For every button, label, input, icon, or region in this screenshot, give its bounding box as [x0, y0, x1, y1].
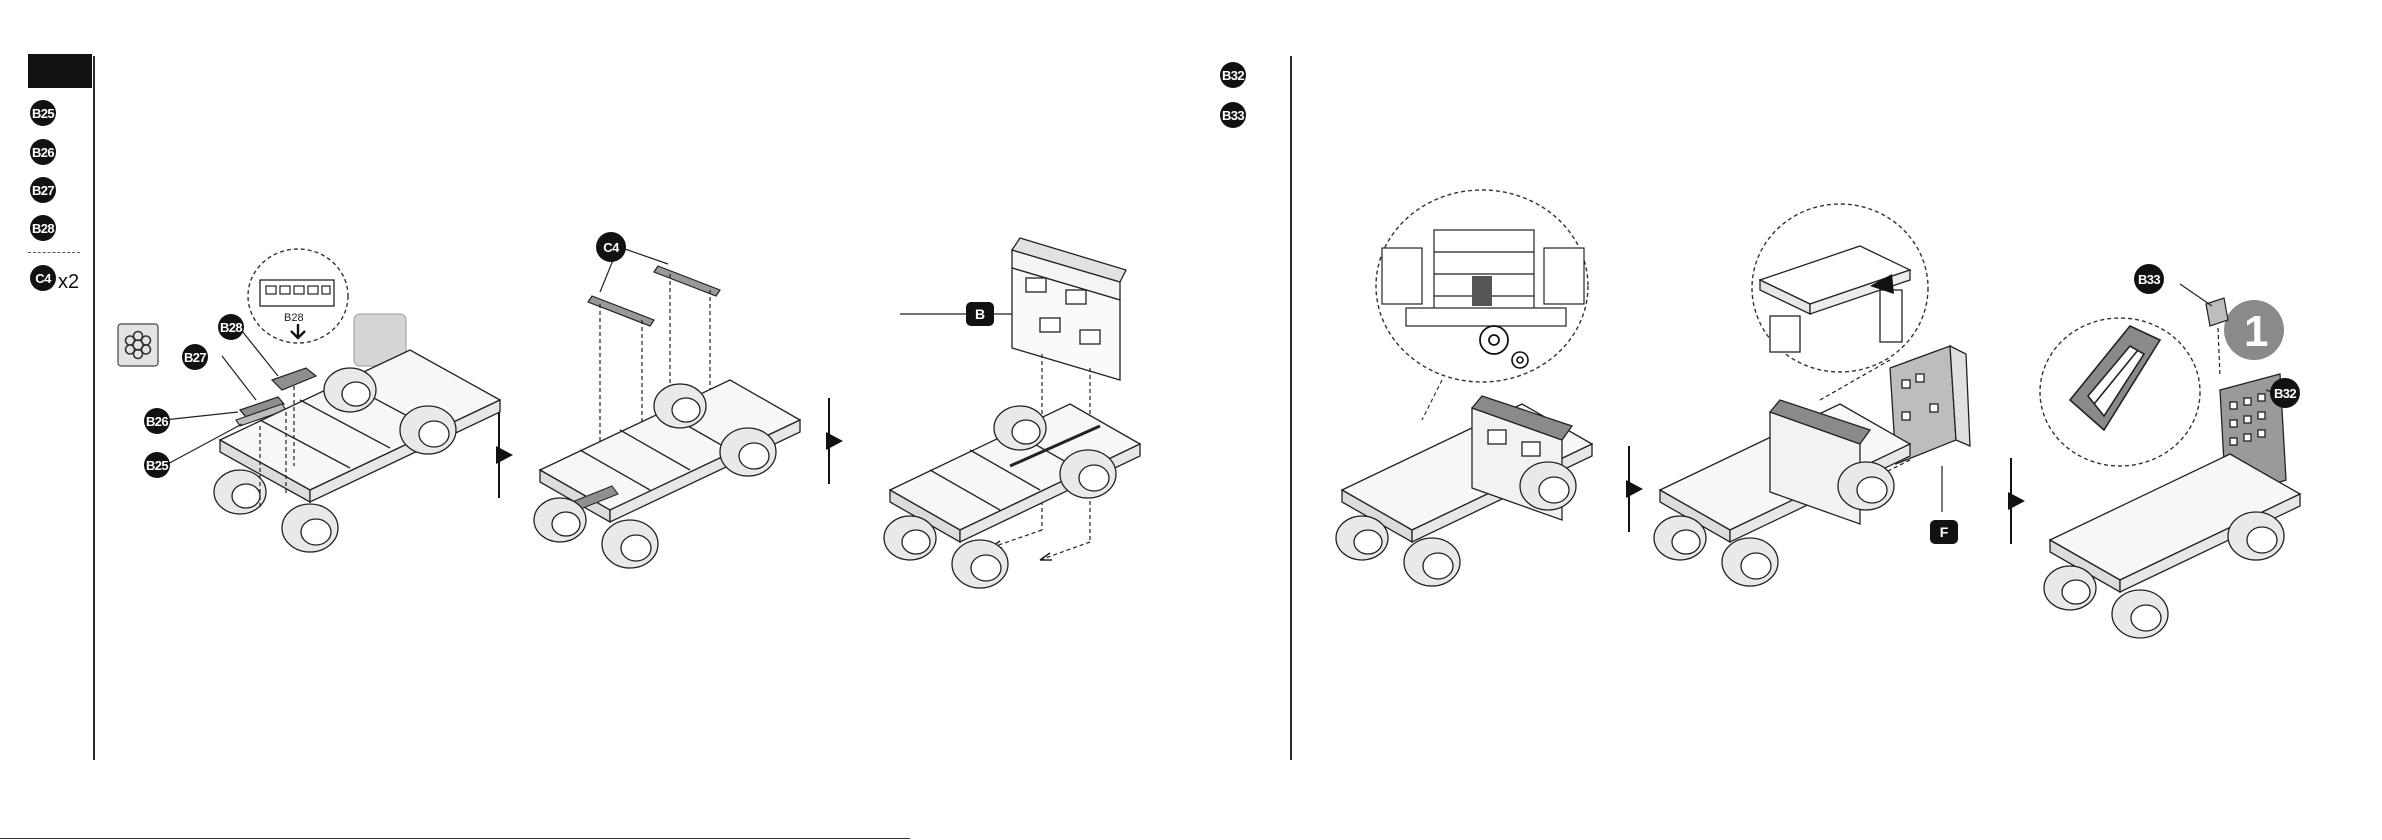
- step1-callout-b25: B25: [144, 452, 170, 478]
- callout-label: B27: [184, 350, 206, 365]
- part-c4-icon: C4: [30, 265, 56, 291]
- part-label: B33: [1222, 108, 1244, 123]
- part-b28-icon: B28: [30, 215, 56, 241]
- zoom-b28-label: B28: [284, 312, 304, 324]
- part-label: B26: [32, 145, 54, 160]
- part-b27-icon: B27: [30, 177, 56, 203]
- step4-illustration: [1322, 190, 1612, 610]
- part-c4-quantity: x2: [58, 271, 79, 294]
- part-label: B25: [32, 106, 54, 121]
- module-tag-b: B: [966, 302, 994, 326]
- center-page-divider: [1290, 56, 1292, 760]
- module-tag-f: F: [1930, 520, 1958, 544]
- step5-illustration: [1640, 190, 1980, 610]
- step1-callout-b27: B27: [182, 344, 208, 370]
- step2-callout-c4: C4: [596, 232, 626, 262]
- step6-callout-b32: B32: [2270, 378, 2300, 408]
- part-b26-icon: B26: [30, 139, 56, 165]
- part-b32-icon: B32: [1220, 62, 1246, 88]
- part-label: C4: [35, 271, 50, 286]
- callout-label: B32: [2274, 386, 2296, 401]
- step1-callout-b26: B26: [144, 408, 170, 434]
- step6-callout-b33: B33: [2134, 264, 2164, 294]
- step1-illustration: B28: [110, 240, 510, 570]
- left-page-margin-rule: [93, 56, 95, 760]
- step6-number: 1: [2244, 307, 2268, 356]
- step3-illustration: [870, 230, 1170, 610]
- bottom-rule: [0, 838, 910, 839]
- callout-label: B25: [146, 458, 168, 473]
- step2-illustration: [520, 240, 810, 570]
- part-label: B28: [32, 221, 54, 236]
- callout-label: B28: [220, 320, 242, 335]
- parts-separator: [28, 252, 80, 253]
- part-b33-icon: B33: [1220, 102, 1246, 128]
- callout-label: B26: [146, 414, 168, 429]
- part-label: B32: [1222, 68, 1244, 83]
- part-b25-icon: B25: [30, 100, 56, 126]
- step6-illustration: 1: [2030, 280, 2360, 660]
- callout-label: B33: [2138, 272, 2160, 287]
- next-step-arrow-icon: [2008, 492, 2025, 510]
- callout-label: C4: [603, 240, 618, 255]
- step-number-badge: [28, 54, 92, 88]
- part-label: B27: [32, 183, 54, 198]
- step1-callout-b28: B28: [218, 314, 244, 340]
- next-step-arrow-icon: [826, 432, 843, 450]
- next-step-arrow-icon: [496, 446, 513, 464]
